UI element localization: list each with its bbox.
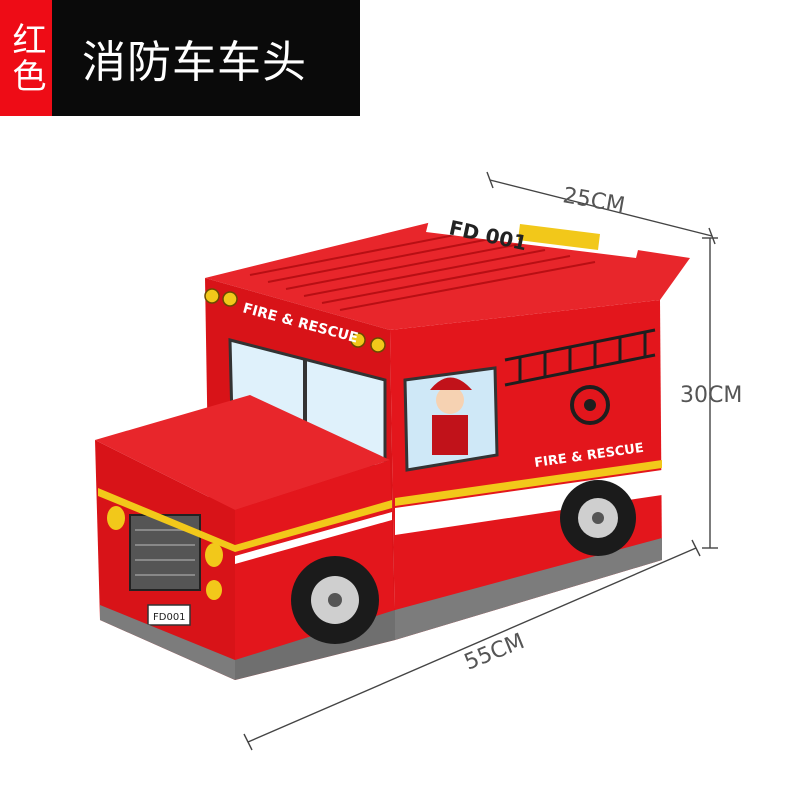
dimension-lines <box>243 171 718 751</box>
depth-label: 25CM <box>561 183 627 218</box>
top-banner: 红色 消防车车头 <box>0 0 800 116</box>
color-tag: 红色 <box>0 0 52 116</box>
product-title: 消防车车头 <box>82 37 307 88</box>
height-label: 30CM <box>680 383 742 408</box>
front-plate-text: FD001 <box>153 612 186 623</box>
color-label: 红色 <box>6 22 46 94</box>
title-box: 消防车车头 <box>52 0 360 116</box>
fire-truck <box>95 216 690 680</box>
